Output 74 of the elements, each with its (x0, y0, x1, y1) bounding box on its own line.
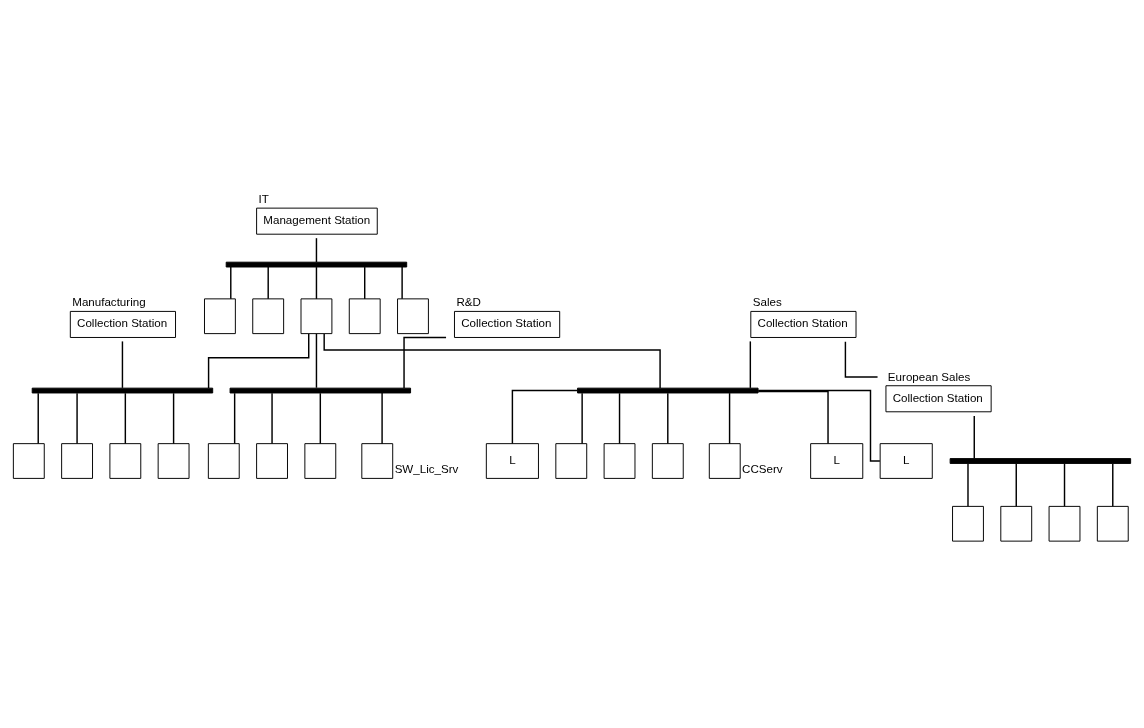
connector (233, 392, 236, 444)
node-bar (31, 387, 214, 393)
node-bar (577, 387, 759, 393)
connector (315, 236, 318, 263)
connector (124, 392, 127, 444)
node-label: CCServ (742, 462, 783, 475)
node-box (157, 442, 190, 479)
connector (76, 392, 78, 444)
node-bar (229, 387, 412, 393)
node-label: R&D (456, 295, 481, 308)
connector (757, 389, 881, 462)
connector (1063, 462, 1066, 507)
node-box (300, 297, 333, 334)
connector (749, 340, 752, 389)
connector (973, 414, 975, 459)
connector (315, 265, 318, 300)
node-box (651, 442, 684, 479)
node-box (708, 442, 741, 479)
node-box: Collection Station (750, 310, 857, 338)
node-box: Collection Station (454, 310, 561, 338)
connector (37, 392, 39, 444)
node-box (12, 442, 45, 479)
connector (319, 392, 322, 444)
connector (315, 332, 318, 388)
node-box (256, 442, 288, 479)
node-box: L (879, 442, 933, 479)
connector (403, 336, 447, 389)
connector (207, 332, 310, 389)
connector (267, 265, 269, 300)
connector (172, 392, 175, 444)
connector (757, 390, 829, 444)
node-box: Collection Station (885, 384, 992, 412)
node-box (304, 442, 337, 479)
node-box: L (485, 442, 539, 479)
connector (967, 462, 969, 507)
connector (271, 392, 273, 444)
node-label: IT (258, 192, 269, 205)
node-label: European Sales (887, 370, 971, 383)
node-bar (225, 261, 408, 267)
node-box: Management Station (256, 207, 378, 235)
node-box (348, 297, 381, 334)
node-box (1048, 505, 1081, 542)
node-box (361, 442, 394, 479)
node-box (204, 297, 236, 334)
node-box (397, 297, 429, 334)
node-label: SW_Lic_Srv (394, 462, 459, 475)
node-label: Manufacturing (72, 295, 146, 308)
connector (581, 392, 583, 444)
node-bar (949, 457, 1132, 464)
connector (230, 265, 232, 300)
connector (1112, 462, 1114, 507)
connector (323, 332, 661, 389)
node-label: Sales (752, 295, 782, 308)
node-box (1000, 505, 1033, 542)
connector (1015, 462, 1017, 507)
connector (844, 340, 879, 378)
connector (364, 265, 366, 300)
node-box (1096, 505, 1129, 542)
connector (728, 391, 731, 444)
node-box (252, 297, 285, 334)
connector (381, 391, 383, 444)
connector (667, 392, 669, 444)
node-box (952, 505, 984, 542)
node-box (555, 442, 588, 479)
node-box: L (810, 442, 864, 479)
node-box (207, 442, 240, 479)
connector (618, 392, 621, 444)
node-box (109, 442, 142, 479)
node-box (61, 442, 93, 479)
connector (401, 265, 403, 300)
node-box (603, 442, 636, 479)
node-box: Collection Station (69, 310, 176, 338)
connector (121, 340, 124, 389)
connector (511, 389, 579, 444)
